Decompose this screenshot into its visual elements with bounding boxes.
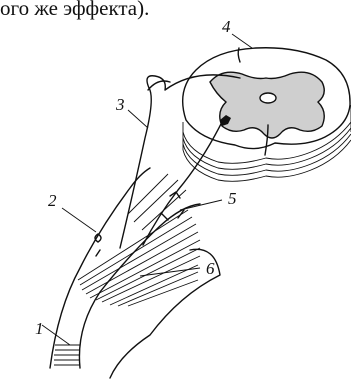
- caption-text: ого же эффекта).: [0, 0, 149, 21]
- muscle-body: [50, 168, 220, 378]
- spinal-cord-section: [183, 48, 351, 182]
- label-5: 5: [228, 189, 237, 208]
- label-6: 6: [206, 259, 215, 278]
- label-3: 3: [115, 95, 125, 114]
- label-4: 4: [222, 17, 231, 36]
- label-1: 1: [35, 319, 44, 338]
- label-2: 2: [48, 191, 57, 210]
